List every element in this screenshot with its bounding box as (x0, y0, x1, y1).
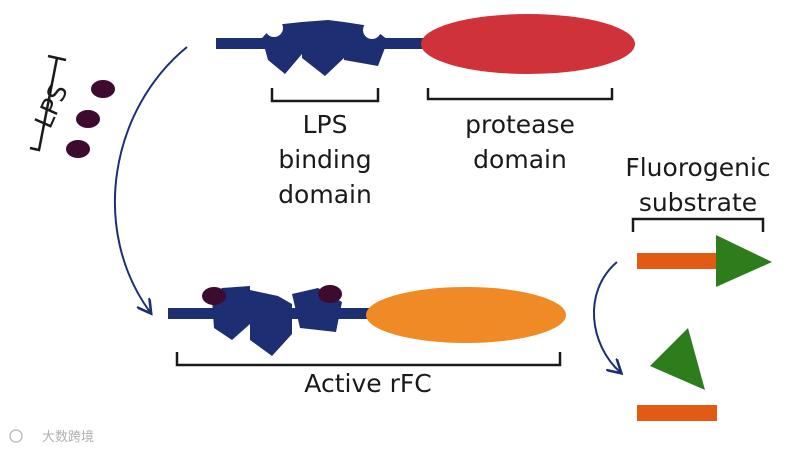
substrate-label-1: Fluorogenic (625, 153, 770, 182)
protease-label-2: domain (473, 145, 567, 174)
lps-binding-subunit (212, 286, 342, 356)
bound-lps-molecule (202, 287, 226, 305)
watermark-text: 大数跨境 (42, 430, 94, 445)
binding-notch (265, 19, 283, 37)
lps-molecule (66, 140, 90, 158)
watermark-logo-icon (9, 429, 23, 443)
lps-binding-label-3: domain (278, 180, 372, 209)
released-fluorophore (650, 328, 705, 390)
activation-arrow (113, 46, 188, 312)
lps-binding-label-1: LPS (303, 110, 348, 139)
lps-group: LPS (29, 54, 115, 158)
cleaved-substrate (637, 328, 717, 421)
fluorophore-triangle (716, 235, 772, 287)
lps-molecule (76, 110, 100, 128)
active-rfc-label: Active rFC (304, 369, 431, 398)
protease-domain-active (366, 287, 566, 343)
lps-binding-subunit (262, 20, 388, 76)
intact-substrate (637, 235, 772, 287)
inactive-rfc (216, 14, 635, 76)
watermark: 大数跨境 (9, 429, 94, 445)
active-rfc (168, 285, 566, 356)
active-rfc-bracket (175, 352, 562, 367)
lps-binding-label-2: binding (278, 145, 371, 174)
lps-bracket (29, 57, 59, 152)
cleaved-substrate-bar (637, 405, 717, 421)
substrate-label-2: substrate (639, 188, 757, 217)
lps-bracket-top-tick (47, 54, 67, 62)
protease-label-1: protease (465, 110, 575, 139)
bound-lps-molecule (318, 285, 342, 303)
protease-bracket (426, 88, 614, 101)
lps-binding-bracket (270, 88, 380, 103)
protease-domain-inactive (421, 14, 635, 74)
substrate-bar (637, 253, 719, 269)
cleavage-arrow (593, 261, 620, 372)
binding-notch (363, 21, 381, 39)
substrate-bracket (631, 217, 765, 232)
lps-molecule (91, 80, 115, 98)
lps-label: LPS (29, 80, 74, 133)
